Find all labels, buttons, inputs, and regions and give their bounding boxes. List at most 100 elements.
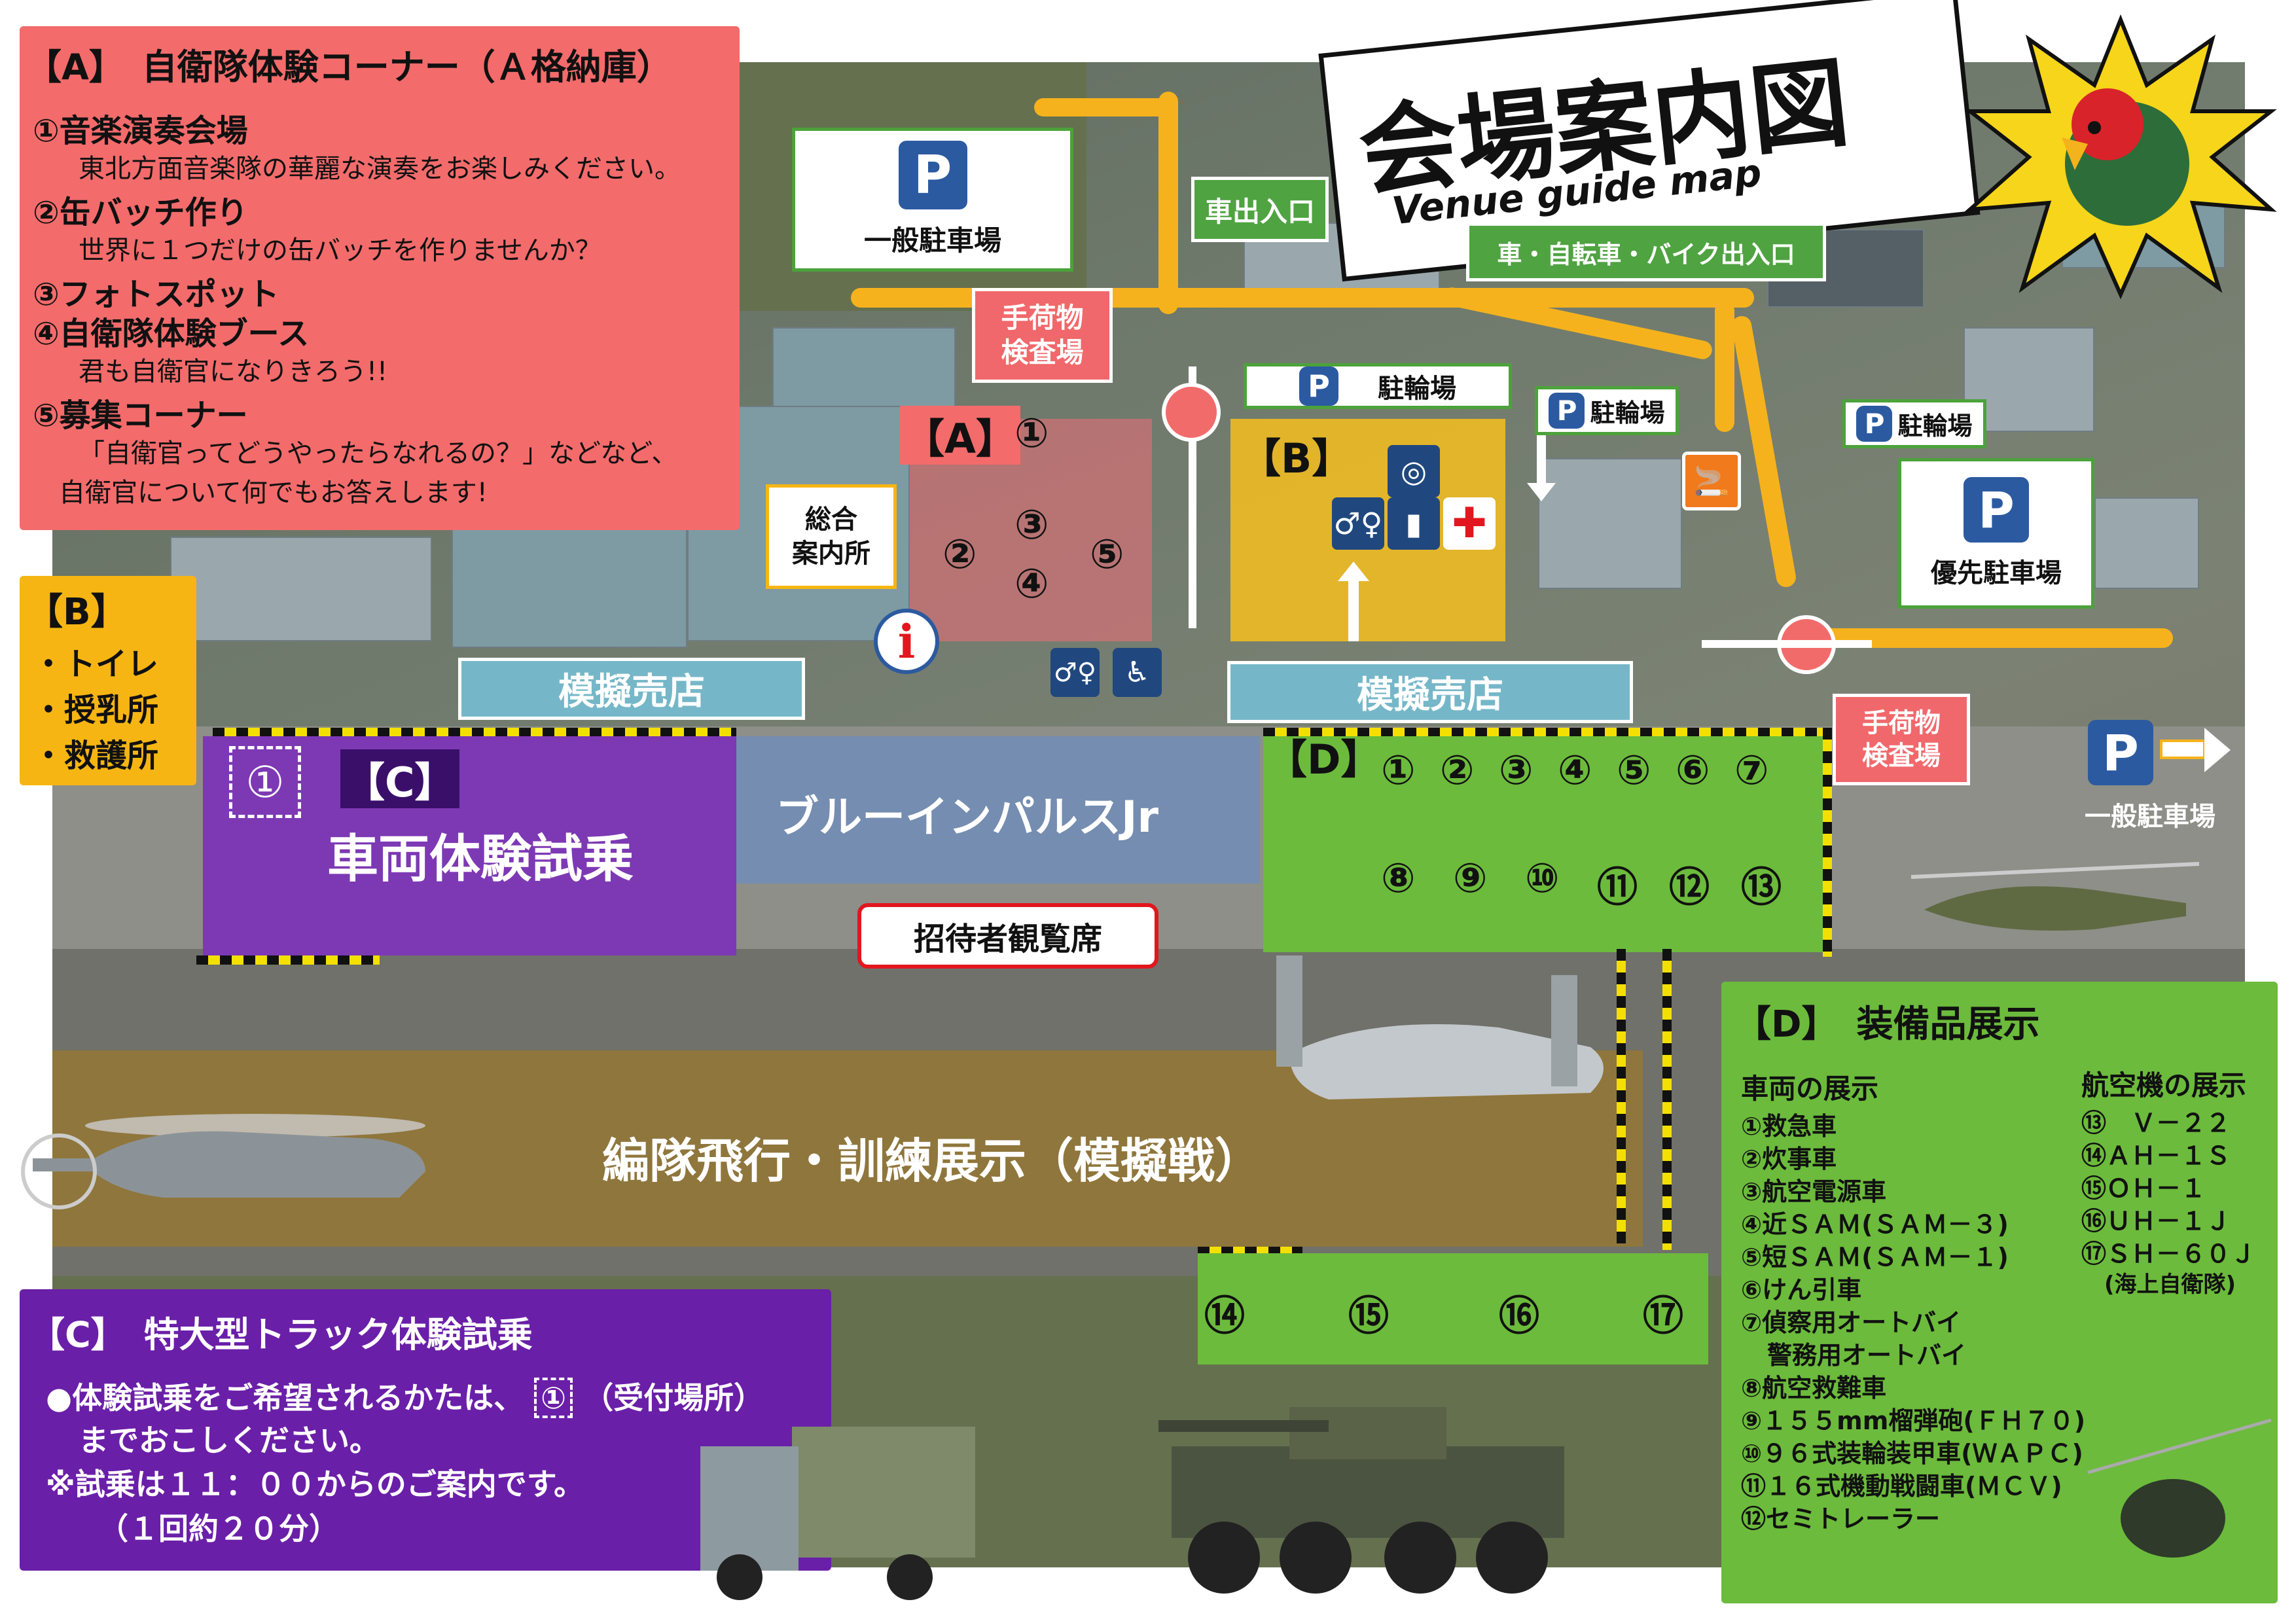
- panel-d-subheading: 車両の展示: [1741, 1073, 1879, 1105]
- panel-d-vehicle: ⑩９６式装輪装甲車(ＷＡＰＣ): [1741, 1439, 2083, 1468]
- arrow-up: [1348, 576, 1359, 641]
- building: [2094, 497, 2199, 589]
- multi-gate-label: 車・自転車・バイク出入口: [1466, 223, 1826, 281]
- zone-d-number: ⑪: [1597, 863, 1638, 911]
- panel-c-line: （１回約２０分）: [98, 1511, 339, 1546]
- parking-icon: P: [2088, 720, 2153, 785]
- panel-d-vehicle: 警務用オートバイ: [1767, 1341, 1967, 1370]
- nursing-icon: ◎: [1388, 445, 1440, 497]
- hazard-stripe: [1617, 949, 1626, 1243]
- panel-c-line: ●体験試乗をご希望されるかたは、 ① （受付場所）: [46, 1374, 764, 1418]
- panel-d-aircraft: ⑰ＳＨ－６０Ｊ: [2081, 1240, 2256, 1268]
- parking-label: 一般駐車場: [863, 224, 1001, 257]
- flight-display-label: 編隊飛行・訓練展示（模擬戦）: [602, 1133, 1263, 1188]
- panel-d-vehicle: ⑤短ＳＡＭ(ＳＡＭ－１): [1741, 1243, 2009, 1272]
- osprey-illustration: [1276, 955, 1604, 1099]
- road: [1158, 92, 1178, 314]
- parking-icon: P: [1549, 393, 1585, 429]
- panel-c: 【C】 特大型トラック体験試乗 ●体験試乗をご希望されるかたは、 ① （受付場所…: [20, 1289, 831, 1571]
- bike-parking-label: P 駐輪場: [1842, 399, 1986, 448]
- bike-parking-label: P 駐輪場: [1244, 363, 1512, 409]
- arrow-right-icon: [2160, 740, 2206, 759]
- shop-banner: 模擬売店: [458, 658, 805, 720]
- panel-a-item-desc: 東北方面音楽隊の華麗な演奏をお楽しみください。: [79, 154, 681, 184]
- panel-d-vehicle: ⑥けん引車: [1741, 1275, 1862, 1304]
- zone-d-number: ②: [1440, 746, 1475, 794]
- parking-priority: P 優先駐車場: [1898, 458, 2094, 609]
- two-way-arrow: [1702, 640, 1872, 648]
- hangar-building: [452, 517, 687, 648]
- parking-label: 優先駐車場: [1931, 558, 2062, 588]
- panel-a-item-title: ①音楽演奏会場: [33, 113, 248, 149]
- panel-c-line: ※試乗は１１：００からのご案内です。: [46, 1467, 584, 1502]
- blue-impulse-label: ブルーインパルスJr: [776, 792, 1159, 842]
- smoking-area-icon: 🚬: [1682, 452, 1741, 510]
- panel-d-subheading: 航空機の展示: [2081, 1069, 2247, 1101]
- parking-icon: P: [1299, 366, 1338, 406]
- road: [1820, 628, 2173, 648]
- zone-a-number: ①: [1014, 409, 1049, 457]
- car-gate-label: 車出入口: [1191, 177, 1329, 242]
- hazard-stripe: [196, 955, 380, 965]
- parking-icon: P: [898, 141, 967, 209]
- shop-banner: 模擬売店: [1227, 661, 1633, 723]
- baggage-check-label: 手荷物 検査場: [1833, 694, 1970, 785]
- panel-d-vehicle: ⑨１５５mm榴弾砲(ＦＨ７０): [1741, 1406, 2086, 1435]
- arrow-down-head: [1527, 483, 1556, 501]
- aircraft-number: ⑮: [1348, 1292, 1390, 1340]
- zone-c-label: 【C】: [340, 749, 459, 808]
- panel-d-aircraft: (海上自衛隊): [2104, 1272, 2236, 1298]
- panel-a-heading: 【A】 自衛隊体験コーナー（Ａ格納庫）: [26, 46, 672, 88]
- checkpoint-marker: [1162, 383, 1221, 442]
- panel-d-vehicle: ②炊事車: [1741, 1145, 1837, 1173]
- aircraft-number: ⑰: [1643, 1292, 1684, 1340]
- panel-d-vehicle: ⑦偵察用オートバイ: [1741, 1308, 1962, 1337]
- panel-b: 【B】 ・トイレ ・授乳所 ・救護所: [20, 576, 196, 785]
- zone-d-number: ⑤: [1617, 746, 1651, 794]
- baby-bottle-icon: ▮: [1388, 497, 1440, 550]
- panel-b-item: ・救護所: [33, 738, 159, 774]
- wheelchair-icon: ♿: [1113, 648, 1162, 697]
- panel-c-text: ●体験試乗をご希望されるかたは、: [46, 1380, 524, 1416]
- first-aid-icon: ✚: [1443, 497, 1496, 550]
- parking-label: 一般駐車場: [2085, 802, 2215, 832]
- panel-d-vehicle: ①救急車: [1741, 1112, 1837, 1141]
- aircraft-number: ⑯: [1499, 1292, 1540, 1340]
- zone-c-reception-marker: ①: [229, 746, 301, 818]
- hazard-stripe: [1823, 728, 1832, 957]
- zone-d-area: [1263, 736, 1823, 952]
- panel-b-item: ・トイレ: [33, 646, 159, 683]
- panel-a-item-desc: 自衛官について何でもお答えします!: [59, 478, 488, 508]
- zone-a-number: ②: [942, 530, 977, 578]
- arrow-down: [1537, 432, 1546, 484]
- truck-illustration: [700, 1427, 975, 1600]
- mascot-starburst: [1964, 14, 2277, 300]
- zone-d-number: ⑨: [1453, 854, 1488, 902]
- panel-a-item-title: ②缶バッチ作り: [33, 194, 248, 231]
- attack-helicopter-illustration: [1910, 862, 2200, 931]
- building: [1538, 458, 1682, 589]
- bike-parking-label: P 駐輪場: [1535, 386, 1679, 435]
- panel-c-line: までおこしください。: [79, 1423, 380, 1458]
- bike-parking-text: 駐輪場: [1897, 412, 1973, 440]
- zone-d-number: ⑩: [1525, 854, 1560, 902]
- building: [170, 537, 432, 641]
- hazard-stripe: [1198, 1247, 1302, 1255]
- parking-icon: P: [1964, 477, 2029, 543]
- zone-a-number: ④: [1014, 560, 1049, 607]
- panel-b-item: ・授乳所: [33, 692, 159, 728]
- panel-d-vehicle: ⑪１６式機動戦闘車(ＭＣＶ): [1741, 1472, 2062, 1501]
- zone-d-label: 【D】: [1266, 736, 1382, 783]
- info-center-label: 総合 案内所: [766, 484, 897, 589]
- panel-a-item-title: ⑤募集コーナー: [33, 397, 248, 434]
- panel-a-item-title: ④自衛隊体験ブース: [33, 315, 310, 352]
- parking-icon: P: [1856, 406, 1893, 442]
- restroom-icon: ♂♀: [1050, 648, 1100, 697]
- panel-c-text: （受付場所）: [583, 1380, 764, 1416]
- zone-a-number: ③: [1014, 501, 1049, 548]
- panel-a-item-desc: 君も自衛官になりきろう!!: [79, 357, 388, 387]
- panel-d-vehicle: ⑫セミトレーラー: [1741, 1505, 1941, 1533]
- parking-general-1: P 一般駐車場: [792, 128, 1073, 272]
- panel-d-aircraft: ⑮ＯＨ－１: [2081, 1174, 2206, 1203]
- zone-b-label: 【B】: [1240, 435, 1353, 482]
